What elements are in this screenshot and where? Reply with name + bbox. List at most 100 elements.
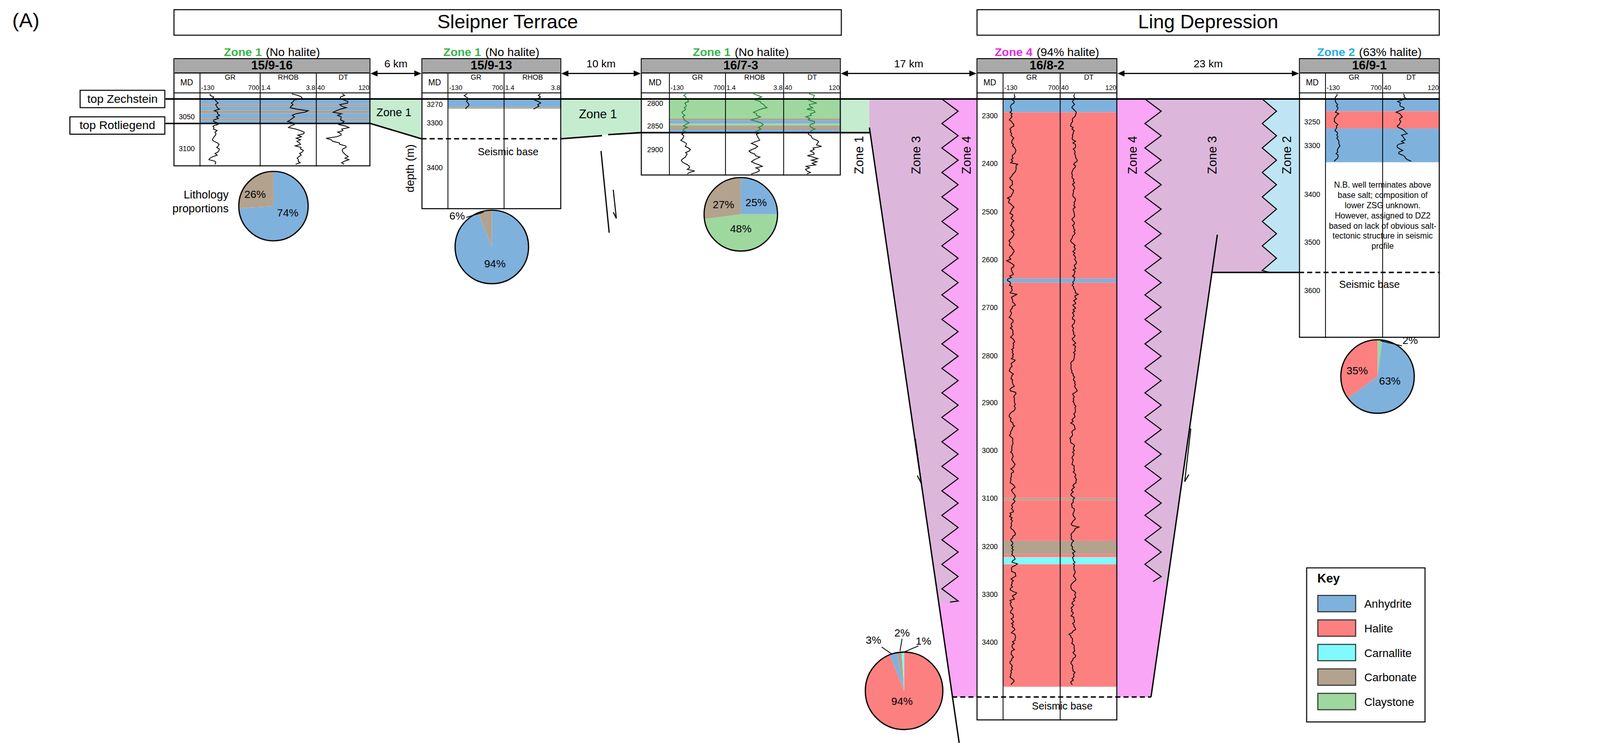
zone-boundary — [941, 99, 959, 603]
annotation-label: RHOB — [522, 73, 543, 82]
pie-slice — [703, 177, 741, 219]
log-curve — [1334, 94, 1340, 162]
arrow-head — [1292, 70, 1300, 77]
annotation-label: depth (m) — [403, 144, 417, 193]
annotation-label: 3600 — [1304, 286, 1321, 296]
annotation-label: 3270 — [426, 100, 443, 109]
top-zechstein-line — [165, 98, 1441, 100]
track-separator — [315, 72, 317, 167]
track-separator — [1324, 72, 1326, 338]
lithology-band — [200, 118, 371, 121]
zone-boundary — [1262, 99, 1277, 273]
annotation-label: 3.8 — [551, 83, 561, 92]
annotation-label: Zone 3 — [1206, 136, 1221, 175]
log-curve — [287, 94, 308, 165]
legend-swatch — [1317, 693, 1356, 711]
distance-label: 10 km — [586, 57, 616, 70]
zone-header: Zone 1(No halite) — [692, 41, 789, 61]
well-name-bar: 16/7-3 — [641, 59, 840, 74]
percentage: 1% — [915, 634, 932, 647]
seismic-base-line — [421, 138, 562, 140]
annotation-label: MD — [180, 78, 194, 88]
annotation-label: 2500 — [982, 207, 998, 216]
annotation-label: Zone 3 — [910, 136, 925, 175]
distance-label: 17 km — [894, 57, 924, 70]
annotation-label: -130 — [1326, 83, 1340, 92]
annotation-label: 120 — [1105, 83, 1117, 92]
legend-label: Claystone — [1364, 695, 1415, 709]
annotation-label: Zone 4 — [960, 136, 975, 175]
pie-slice — [901, 651, 905, 691]
zone-3-area — [869, 99, 959, 603]
lithology-pie: 3%2%1%94% — [865, 651, 943, 730]
zone-boundary — [1144, 99, 1162, 583]
annotation-label: MD — [648, 78, 662, 88]
annotation-label: 3300 — [426, 119, 443, 128]
log-curve — [1006, 94, 1018, 685]
percentage: 3% — [865, 633, 882, 646]
pie-slice — [478, 210, 492, 247]
pie-slice — [1340, 339, 1378, 398]
percentage: 2% — [894, 626, 910, 640]
annotation-label: Seismic base — [477, 146, 539, 158]
zone-header: Zone 1(No halite) — [224, 41, 321, 61]
arrow-head — [633, 70, 641, 77]
annotation-label: Zone 2 — [1280, 136, 1295, 175]
distance-label: 6 km — [384, 57, 408, 70]
pie-slice — [239, 171, 309, 241]
arrow-shaft — [567, 73, 635, 75]
well-name-bar: 16/8-2 — [977, 59, 1117, 74]
pie-slice — [896, 651, 904, 691]
percentage: 48% — [730, 222, 752, 235]
legend-label: Anhydrite — [1364, 597, 1412, 611]
annotation-label: DT — [1083, 73, 1094, 82]
annotation-label: 3.8 — [773, 83, 783, 92]
region-title: Ling Depression — [1138, 11, 1279, 33]
percentage: 25% — [745, 195, 768, 209]
zone-name: Zone 1 — [224, 45, 263, 59]
lithology-band — [200, 110, 371, 114]
annotation-label: 3300 — [982, 590, 998, 599]
legend-swatch — [1317, 668, 1356, 686]
annotation-label: GR — [1348, 73, 1360, 82]
arrow-head — [561, 70, 569, 77]
annotation-label: 700 — [492, 83, 504, 92]
track-separator — [724, 72, 726, 176]
annotation-label: 3400 — [426, 164, 443, 173]
annotation-label: -130 — [448, 83, 463, 92]
track-separator — [1002, 72, 1004, 721]
halite-content: (No halite) — [734, 45, 789, 59]
track-header-line — [1299, 92, 1441, 94]
lithology-band — [200, 103, 371, 106]
well-name-bar: 16/9-1 — [1300, 59, 1440, 74]
annotation-label: 3000 — [982, 447, 998, 456]
annotation-label: 700 — [1370, 83, 1383, 92]
well-name: 16/8-2 — [977, 59, 1117, 73]
lithology-band — [669, 123, 841, 126]
halite-content: (No halite) — [485, 45, 540, 59]
log-curve — [533, 94, 541, 110]
zone-2-area — [1262, 99, 1299, 273]
pie-slice — [704, 214, 778, 252]
zone-name: Zone 2 — [1317, 45, 1356, 59]
annotation-label: 3100 — [178, 144, 195, 154]
log-curve — [1068, 94, 1079, 685]
annotation-label: 700 — [713, 83, 725, 92]
well-name-bar: 15/9-13 — [422, 59, 561, 74]
legend-swatch — [1317, 643, 1356, 662]
legend-label: Carbonate — [1364, 670, 1417, 684]
zone-1-area — [370, 99, 422, 139]
lithology-pie: 2%35%63% — [1340, 339, 1415, 414]
distance-label: 23 km — [1193, 57, 1224, 70]
region-title-box: Ling Depression — [976, 9, 1440, 36]
log-curve — [464, 94, 469, 110]
lithology-pie: 26%74% — [238, 171, 308, 241]
percentage: 26% — [244, 187, 266, 200]
annotation-label: (A) — [12, 8, 40, 33]
distance-arrow — [370, 70, 422, 77]
legend-swatch — [1317, 594, 1356, 613]
annotation-label: 2300 — [982, 112, 998, 121]
annotation-label: Lithology proportions — [147, 188, 229, 217]
pie-outline — [455, 210, 529, 284]
seismic-base-line — [1299, 271, 1441, 274]
